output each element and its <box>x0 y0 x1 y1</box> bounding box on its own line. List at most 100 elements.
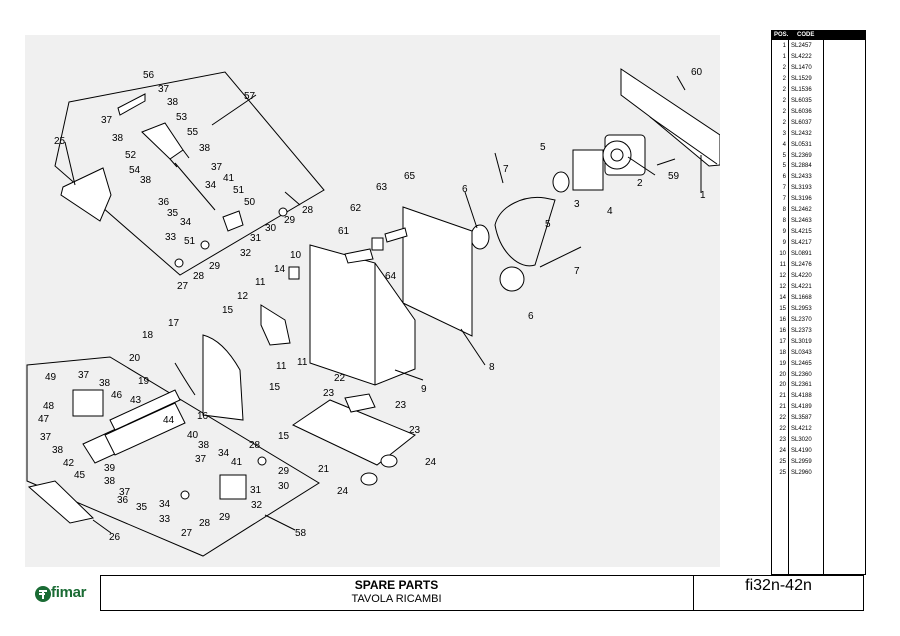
callout: 37 <box>158 84 170 95</box>
exploded-diagram: 60 56 37 57 38 37 53 38 55 25 52 38 54 3… <box>25 35 720 567</box>
callout: 58 <box>295 528 307 539</box>
code-cell: SL2884 <box>791 163 812 170</box>
part-4 <box>572 149 604 191</box>
callout: 30 <box>265 223 277 234</box>
callout: 65 <box>404 171 416 182</box>
pos-cell: 24 <box>779 448 786 455</box>
part-25 <box>60 167 112 222</box>
code-cell: SL4212 <box>791 426 812 433</box>
pos-cell: 22 <box>779 426 786 433</box>
code-cell: SL3019 <box>791 338 812 345</box>
callout: 25 <box>54 136 66 147</box>
pos-cell: 2 <box>782 64 786 71</box>
callout: 11 <box>297 357 308 368</box>
callout: 38 <box>112 133 124 144</box>
callout: 51 <box>184 236 196 247</box>
part-31-lower <box>219 474 247 500</box>
callout: 37 <box>40 432 52 443</box>
callout: 35 <box>167 208 179 219</box>
callout: 34 <box>159 499 171 510</box>
footer-rule <box>100 575 693 576</box>
part-22 <box>344 393 376 413</box>
code-cell: SL4220 <box>791 272 812 279</box>
callout: 31 <box>250 485 262 496</box>
callout: 52 <box>125 150 137 161</box>
callout: 5 <box>545 219 551 230</box>
callout: 14 <box>274 264 286 275</box>
pos-cell: 16 <box>779 316 786 323</box>
callout: 32 <box>240 248 252 259</box>
callout: 47 <box>38 414 50 425</box>
callout: 23 <box>409 425 421 436</box>
callout: 27 <box>177 281 189 292</box>
callout: 29 <box>284 215 296 226</box>
part-49 <box>72 389 104 417</box>
code-cell: SL4217 <box>791 240 812 247</box>
code-cell: SL4190 <box>791 448 812 455</box>
callout: 31 <box>250 233 262 244</box>
pos-cell: 6 <box>782 174 786 181</box>
code-cell: SL2370 <box>791 316 812 323</box>
pos-cell: 16 <box>779 327 786 334</box>
part-24-a <box>380 454 398 468</box>
code-cell: SL4189 <box>791 404 812 411</box>
part-31 <box>222 210 244 232</box>
table-row: 2 SL1470 <box>772 63 865 74</box>
pos-cell: 5 <box>782 152 786 159</box>
code-cell: SL3020 <box>791 437 812 444</box>
table-row: 6 SL2433 <box>772 172 865 183</box>
code-cell: SL1470 <box>791 64 812 71</box>
callout: 34 <box>205 180 217 191</box>
part-6-lower <box>499 266 525 292</box>
callout: 37 <box>101 115 113 126</box>
column-divider <box>823 40 824 574</box>
diagram-linework <box>26 68 720 557</box>
callout: 43 <box>130 395 142 406</box>
table-row: 24 SL4190 <box>772 446 865 457</box>
pos-cell: 12 <box>779 283 786 290</box>
pos-cell: 1 <box>782 53 786 60</box>
code-cell: SL0343 <box>791 349 812 356</box>
callout: 36 <box>117 495 129 506</box>
pos-cell: 14 <box>779 294 786 301</box>
callout: 9 <box>421 384 427 395</box>
code-cell: SL4188 <box>791 393 812 400</box>
pos-cell: 2 <box>782 97 786 104</box>
code-cell: SL2433 <box>791 174 812 181</box>
code-cell: SL0531 <box>791 141 812 148</box>
callout: 27 <box>181 528 193 539</box>
callout: 37 <box>195 454 207 465</box>
callout: 11 <box>276 361 287 372</box>
part-19 <box>174 362 196 396</box>
callout: 33 <box>159 514 171 525</box>
callout: 6 <box>462 184 468 195</box>
code-cell: SL2373 <box>791 327 812 334</box>
callout: 28 <box>193 271 205 282</box>
page-subtitle: TAVOLA RICAMBI <box>351 593 442 605</box>
page-title: SPARE PARTS <box>354 578 439 592</box>
pos-cell: 10 <box>779 251 786 258</box>
part-24-b <box>360 472 378 486</box>
callout: 4 <box>607 206 613 217</box>
callout: 17 <box>168 318 180 329</box>
callout: 38 <box>104 476 116 487</box>
callout: 38 <box>99 378 111 389</box>
callout: 11 <box>255 277 266 288</box>
code-cell: SL2462 <box>791 207 812 214</box>
callout: 41 <box>223 173 235 184</box>
model-number: fi32n-42n <box>745 577 812 594</box>
callout: 5 <box>540 142 546 153</box>
part-16 <box>202 334 244 421</box>
